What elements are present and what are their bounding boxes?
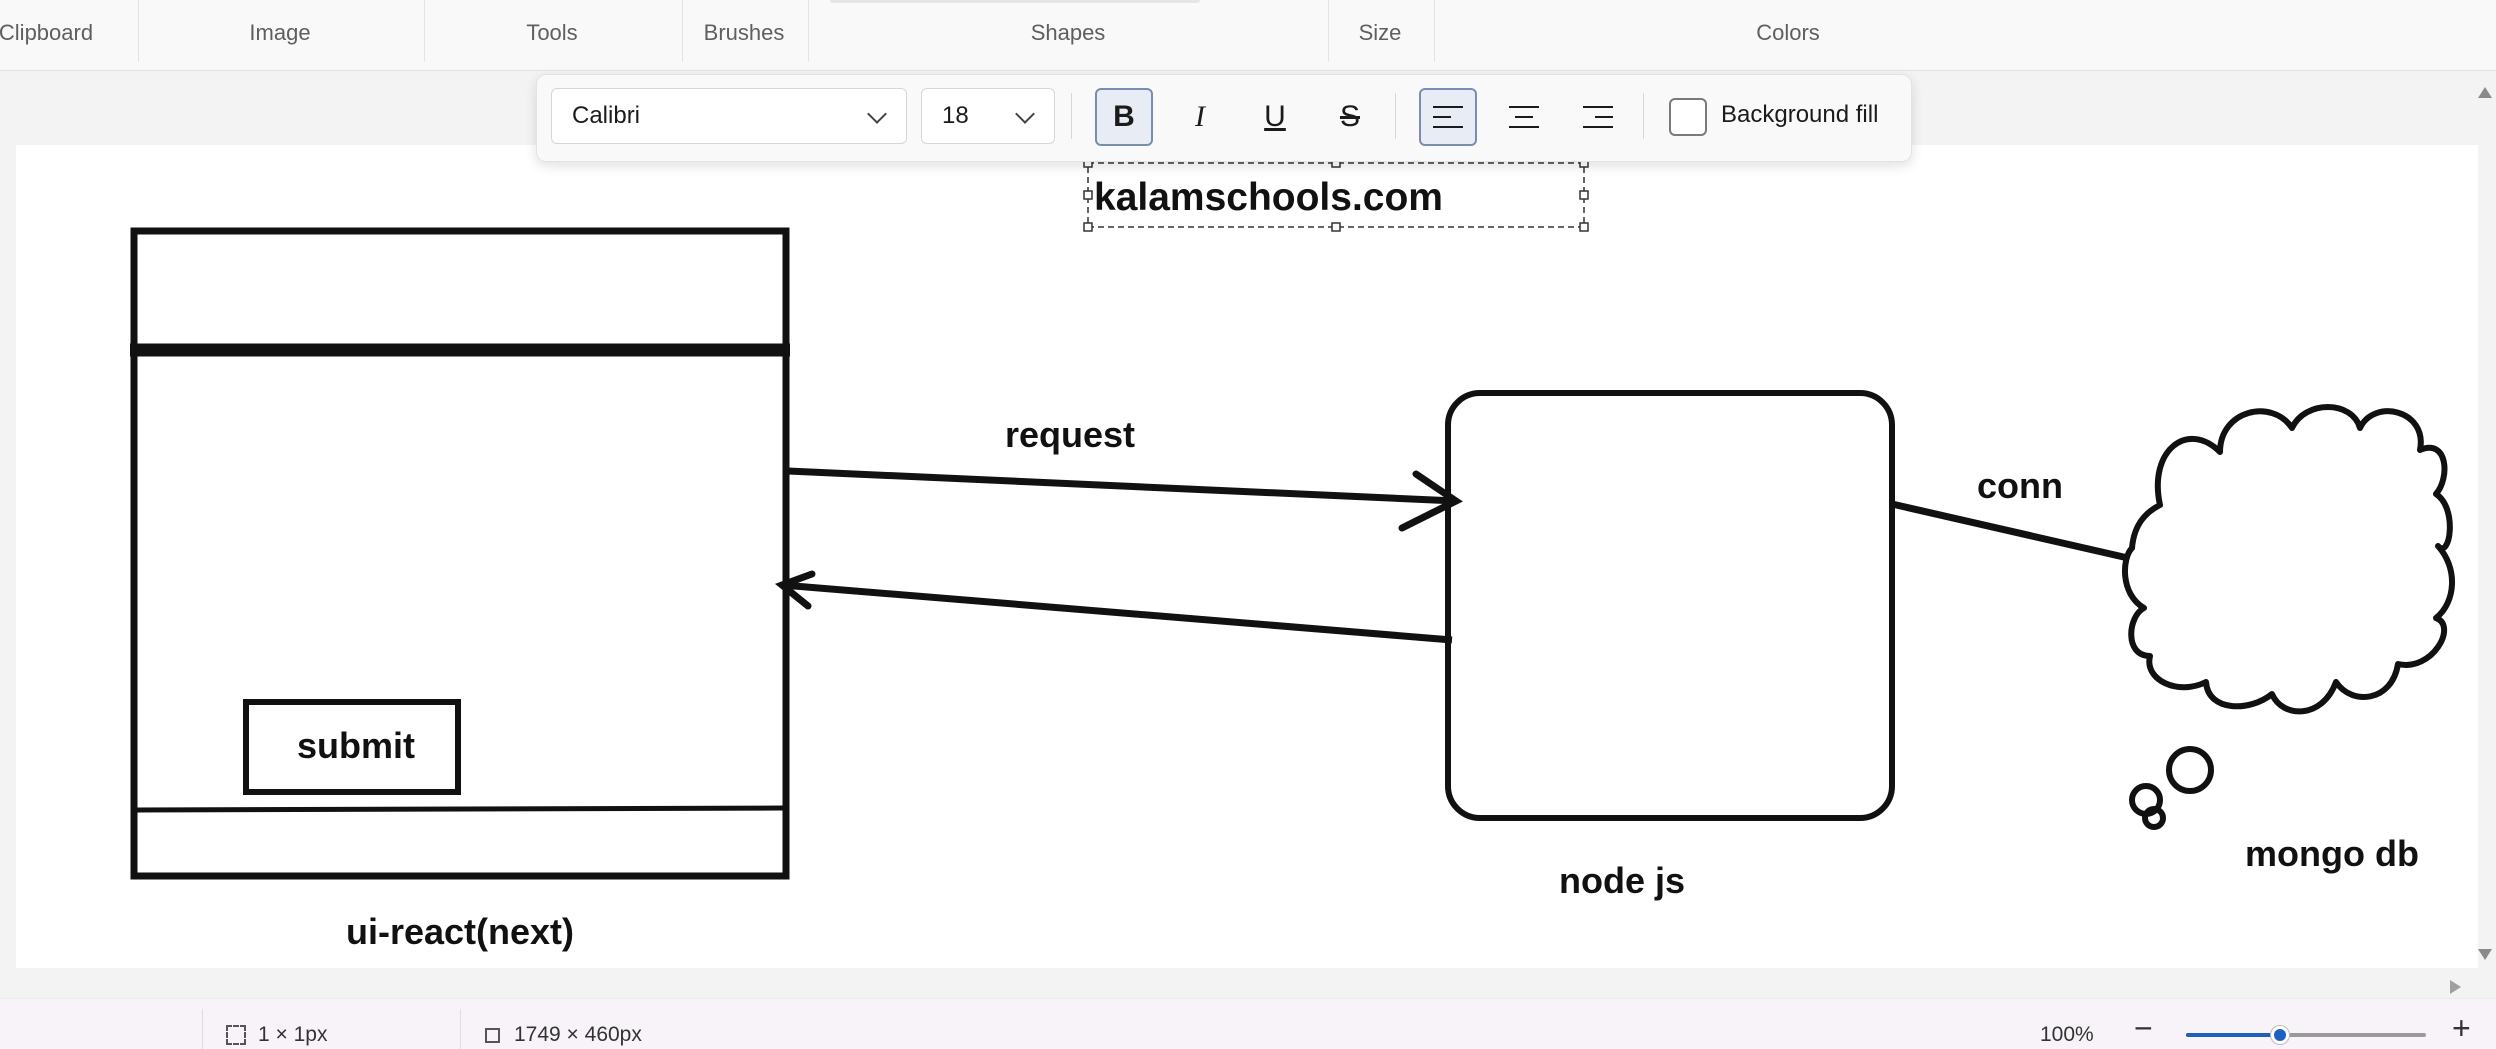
status-separator — [460, 1009, 461, 1049]
canvas-size-icon — [482, 1025, 502, 1045]
strikethrough-button[interactable]: S — [1339, 100, 1360, 133]
underline-button[interactable]: U — [1264, 100, 1286, 133]
ribbon-group-clipboard[interactable]: Clipboard — [0, 20, 94, 45]
font-family-dropdown[interactable]: Calibri — [551, 88, 907, 144]
ribbon-separator — [682, 0, 683, 62]
zoom-out-button[interactable]: − — [2134, 1010, 2153, 1046]
ribbon: Clipboard Image Tools Brushes Shapes Siz… — [0, 0, 2496, 71]
status-bar: 1 × 1px 1749 × 460px 100% − + — [0, 998, 2496, 1049]
chevron-down-icon — [867, 104, 887, 124]
ribbon-group-size[interactable]: Size — [1358, 20, 1402, 45]
ribbon-group-brushes[interactable]: Brushes — [703, 20, 785, 45]
toolbar-separator — [1071, 93, 1072, 139]
ribbon-separator — [808, 0, 809, 62]
zoom-in-button[interactable]: + — [2452, 1010, 2471, 1046]
align-right-icon — [1583, 106, 1613, 128]
font-size-value: 18 — [942, 102, 969, 129]
zoom-slider-thumb[interactable] — [2270, 1026, 2289, 1044]
ribbon-group-image[interactable]: Image — [249, 20, 311, 45]
canvas-size: 1749 × 460px — [482, 1023, 642, 1047]
zoom-slider-fill — [2186, 1033, 2280, 1037]
font-family-value: Calibri — [572, 102, 641, 129]
toolbar-separator — [1395, 93, 1396, 139]
zoom-slider[interactable] — [2186, 1026, 2426, 1044]
ribbon-separator — [1434, 0, 1435, 62]
ribbon-group-tools[interactable]: Tools — [526, 20, 578, 45]
align-left-button[interactable] — [1419, 88, 1477, 146]
canvas-size-value: 1749 × 460px — [514, 1023, 642, 1046]
toolbar-separator — [1643, 93, 1644, 139]
font-size-dropdown[interactable]: 18 — [921, 88, 1055, 144]
vertical-scrollbar[interactable] — [2474, 71, 2496, 973]
scroll-right-icon[interactable] — [2450, 980, 2461, 994]
horizontal-scrollbar[interactable] — [0, 972, 2496, 998]
align-center-icon — [1509, 106, 1539, 128]
ribbon-group-shapes[interactable]: Shapes — [1030, 20, 1106, 45]
ribbon-separator — [1328, 0, 1329, 62]
text-formatting-toolbar: Calibri 18 B I U S Background fill — [536, 74, 1912, 162]
ribbon-group-colors[interactable]: Colors — [1756, 20, 1820, 45]
ribbon-separator — [424, 0, 425, 62]
align-center-button[interactable] — [1495, 88, 1553, 146]
chevron-down-icon — [1015, 104, 1035, 124]
drawing-canvas[interactable] — [16, 145, 2478, 968]
zoom-level[interactable]: 100% — [2040, 1023, 2094, 1046]
ribbon-separator — [138, 0, 139, 62]
shapes-gallery-edge — [830, 0, 1200, 3]
italic-button[interactable]: I — [1195, 100, 1205, 133]
align-right-button[interactable] — [1569, 88, 1627, 146]
scroll-down-icon[interactable] — [2478, 949, 2492, 960]
status-separator — [202, 1009, 203, 1049]
background-fill-checkbox[interactable] — [1669, 98, 1707, 136]
background-fill-label: Background fill — [1721, 101, 1879, 128]
selection-size: 1 × 1px — [226, 1023, 327, 1047]
scroll-up-icon[interactable] — [2478, 87, 2492, 98]
align-left-icon — [1433, 106, 1463, 128]
selection-icon — [226, 1025, 246, 1045]
bold-button[interactable]: B — [1095, 88, 1153, 146]
selection-size-value: 1 × 1px — [258, 1023, 328, 1046]
